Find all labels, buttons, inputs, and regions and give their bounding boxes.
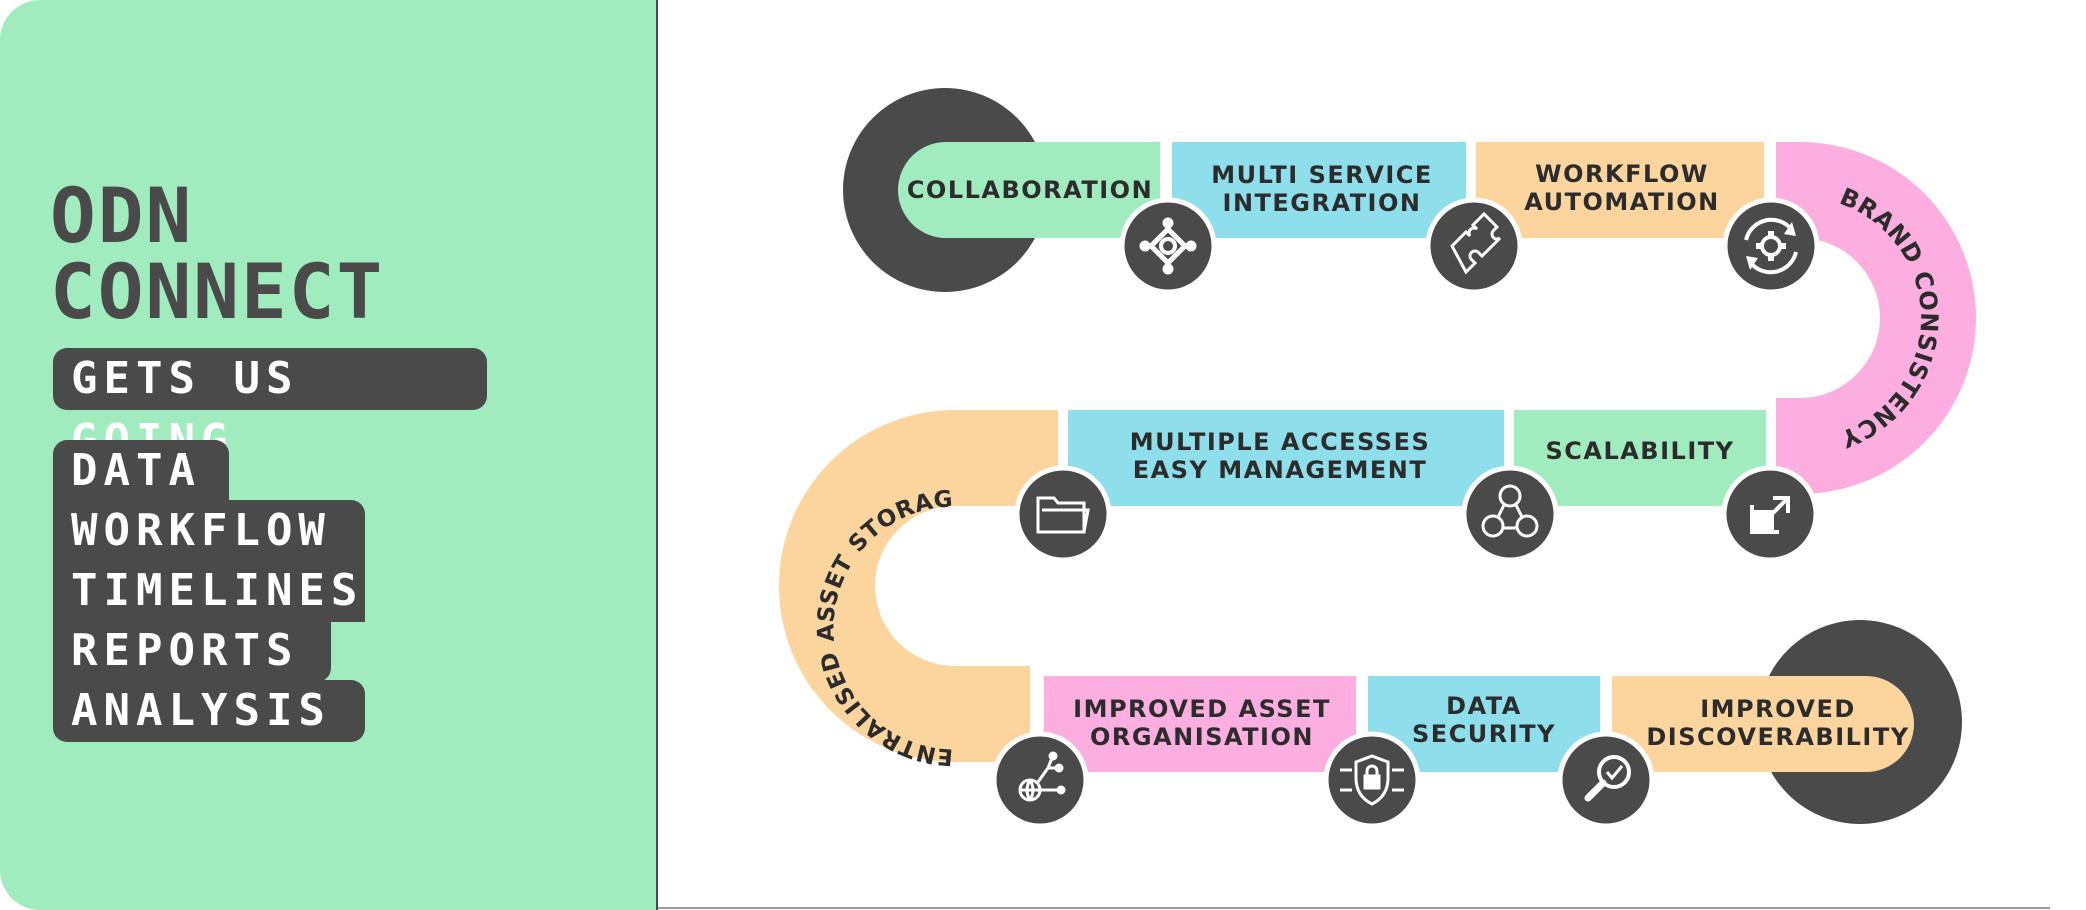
label-multiple-accesses-line2: EASY MANAGEMENT [1133, 456, 1427, 484]
feature-item: WORKFLOW [53, 500, 365, 562]
expand-icon [1721, 465, 1819, 563]
label-asset-organisation-line1: IMPROVED ASSET [1073, 695, 1331, 723]
segment-scalability [1514, 410, 1766, 506]
label-data-security-line2: SECURITY [1412, 720, 1556, 748]
label-asset-organisation-line2: ORGANISATION [1090, 723, 1314, 751]
label-multi-service-line2: INTEGRATION [1223, 189, 1422, 217]
label-workflow-line1: WORKFLOW [1535, 160, 1709, 188]
segment-collaboration [898, 142, 1160, 238]
label-multiple-accesses-line1: MULTIPLE ACCESSES [1130, 428, 1431, 456]
label-scalability: SCALABILITY [1545, 437, 1734, 465]
feature-item: ANALYSIS [53, 680, 365, 742]
feature-item: TIMELINES [53, 560, 365, 622]
gear-cycle-icon [1722, 197, 1820, 295]
label-workflow-line2: AUTOMATION [1524, 188, 1719, 216]
bottom-divider [658, 907, 2050, 909]
brand-title-line2: CONNECT [50, 247, 385, 336]
users-network-icon [1461, 465, 1559, 563]
segment-workflow-automation [1476, 142, 1764, 238]
segment-improved-asset-organisation [1044, 676, 1356, 772]
shield-lock-icon [1323, 731, 1421, 829]
segment-multi-service-integration [1172, 142, 1466, 238]
collaboration-icon [1119, 197, 1217, 295]
label-discoverability-line1: IMPROVED [1700, 695, 1856, 723]
segment-improved-discoverability [1612, 676, 1914, 772]
brand-title-line1: ODN [50, 171, 194, 260]
left-panel: ODN CONNECT GETS US GOING DATA WORKFLOW … [0, 0, 658, 910]
label-data-security-line1: DATA [1446, 692, 1522, 720]
label-multi-service-line1: MULTI SERVICE [1211, 161, 1433, 189]
label-discoverability-line2: DISCOVERABILITY [1646, 723, 1909, 751]
label-collaboration: COLLABORATION [907, 176, 1153, 204]
feature-item: REPORTS [53, 620, 331, 682]
folder-icon [1014, 465, 1112, 563]
segment-multiple-accesses [1068, 410, 1504, 506]
segment-brand-consistency [1776, 142, 1976, 494]
network-globe-icon [991, 731, 1089, 829]
magnifier-check-icon [1557, 731, 1655, 829]
tagline-pill: GETS US GOING [53, 348, 487, 466]
segment-centralised-asset-storage [779, 410, 1058, 762]
feature-item: DATA [53, 440, 229, 502]
puzzle-icon [1425, 197, 1523, 295]
